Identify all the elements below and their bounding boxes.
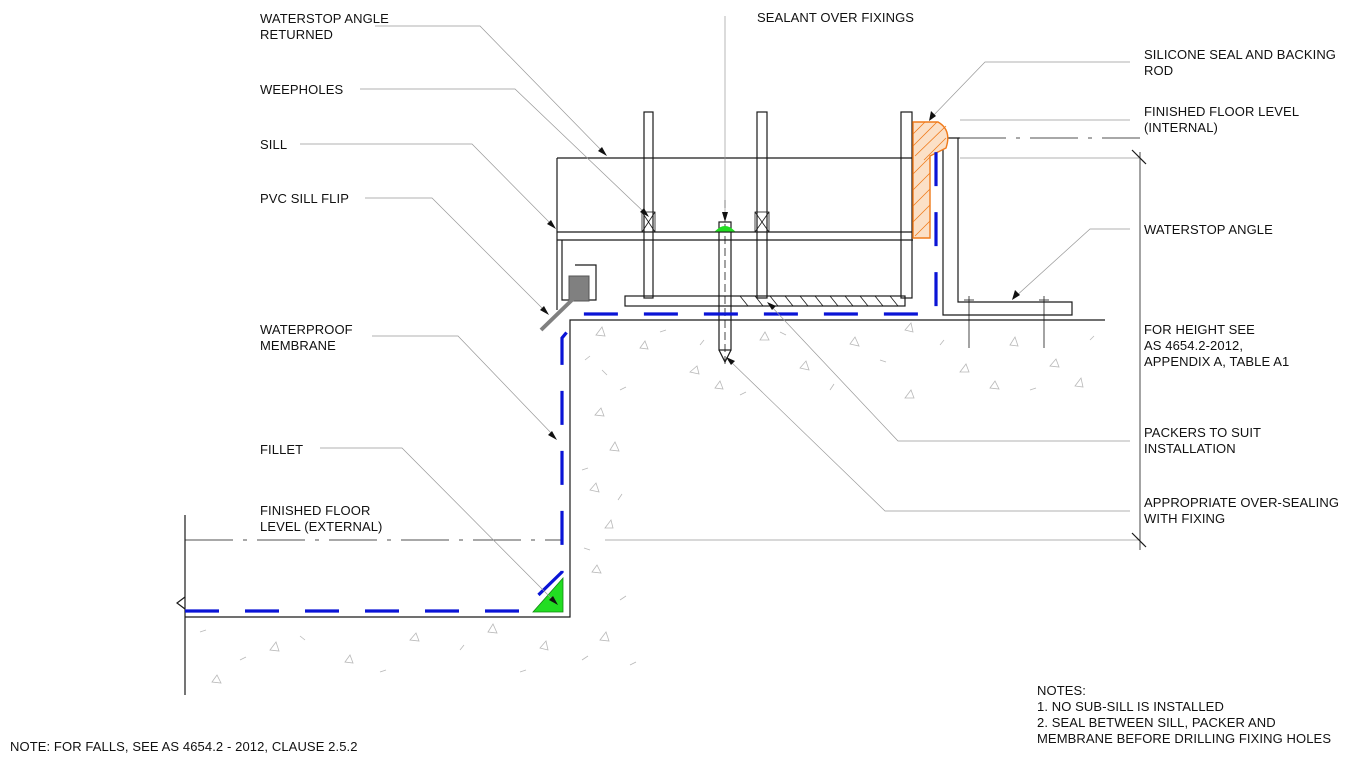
svg-text:INSTALLATION: INSTALLATION [1144, 441, 1236, 456]
svg-text:WATERPROOF: WATERPROOF [260, 322, 353, 337]
svg-text:MEMBRANE BEFORE DRILLING FIXIN: MEMBRANE BEFORE DRILLING FIXING HOLES [1037, 731, 1331, 746]
sill-fixing [714, 200, 736, 365]
ffl-lines [185, 137, 1147, 550]
svg-text:NOTES:: NOTES: [1037, 683, 1086, 698]
label-waterstop-angle: WATERSTOP ANGLE [1144, 222, 1273, 237]
label-sealant-over-fixings: SEALANT OVER FIXINGS [757, 10, 914, 25]
svg-text:LEVEL (EXTERNAL): LEVEL (EXTERNAL) [260, 519, 383, 534]
pvc-sill-flip [539, 275, 590, 332]
notes-block: NOTES: 1. NO SUB-SILL IS INSTALLED 2. SE… [1037, 683, 1331, 746]
leader-arrows [540, 111, 1020, 605]
label-waterproof-membrane: WATERPROOF MEMBRANE [260, 322, 353, 353]
svg-text:PACKERS TO SUIT: PACKERS TO SUIT [1144, 425, 1261, 440]
svg-text:WITH FIXING: WITH FIXING [1144, 511, 1225, 526]
svg-text:2. SEAL BETWEEN SILL, PACKER A: 2. SEAL BETWEEN SILL, PACKER AND [1037, 715, 1276, 730]
svg-text:AS 4654.2-2012,: AS 4654.2-2012, [1144, 338, 1243, 353]
sill-frame [556, 111, 913, 310]
label-waterstop-angle-returned: WATERSTOP ANGLE RETURNED [260, 11, 389, 42]
svg-text:SILICONE SEAL AND BACKING: SILICONE SEAL AND BACKING [1144, 47, 1336, 62]
label-ffl-external: FINISHED FLOOR LEVEL (EXTERNAL) [260, 503, 383, 534]
concrete-slab [176, 319, 1105, 695]
svg-text:RETURNED: RETURNED [260, 27, 333, 42]
waterstop-angle [942, 137, 1073, 348]
label-silicone-seal: SILICONE SEAL AND BACKING ROD [1144, 47, 1336, 78]
falls-note: NOTE: FOR FALLS, SEE AS 4654.2 - 2012, C… [10, 739, 358, 754]
label-weepholes: WEEPHOLES [260, 82, 343, 97]
label-over-sealing: APPROPRIATE OVER-SEALING WITH FIXING [1144, 495, 1339, 526]
svg-text:FOR HEIGHT SEE: FOR HEIGHT SEE [1144, 322, 1255, 337]
label-packers: PACKERS TO SUIT INSTALLATION [1144, 425, 1261, 456]
label-ffl-internal: FINISHED FLOOR LEVEL (INTERNAL) [1144, 104, 1299, 135]
svg-text:FINISHED FLOOR: FINISHED FLOOR [260, 503, 370, 518]
svg-text:FINISHED FLOOR LEVEL: FINISHED FLOOR LEVEL [1144, 104, 1299, 119]
waterproof-membrane [185, 150, 938, 613]
svg-text:WATERSTOP ANGLE: WATERSTOP ANGLE [260, 11, 389, 26]
sealant-over-fixing [714, 226, 736, 232]
svg-text:ROD: ROD [1144, 63, 1173, 78]
svg-text:1. NO SUB-SILL IS INSTALLED: 1. NO SUB-SILL IS INSTALLED [1037, 699, 1224, 714]
label-pvc-sill-flip: PVC SILL FLIP [260, 191, 349, 206]
svg-text:APPENDIX A, TABLE A1: APPENDIX A, TABLE A1 [1144, 354, 1289, 369]
leader-lines [300, 16, 1130, 603]
svg-text:MEMBRANE: MEMBRANE [260, 338, 336, 353]
svg-text:(INTERNAL): (INTERNAL) [1144, 120, 1218, 135]
label-height-reference: FOR HEIGHT SEE AS 4654.2-2012, APPENDIX … [1144, 322, 1289, 369]
svg-text:APPROPRIATE OVER-SEALING: APPROPRIATE OVER-SEALING [1144, 495, 1339, 510]
label-sill: SILL [260, 137, 287, 152]
silicone-seal [912, 121, 949, 239]
label-fillet: FILLET [260, 442, 303, 457]
